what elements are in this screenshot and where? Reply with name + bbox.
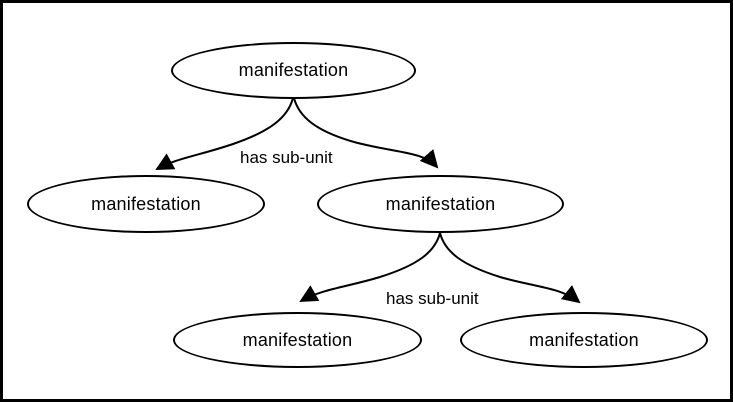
node-manifestation-bottom-left: manifestation: [173, 312, 422, 368]
node-label: manifestation: [242, 329, 353, 350]
node-manifestation-mid-right: manifestation: [317, 175, 564, 233]
node-label: manifestation: [238, 60, 349, 80]
node-manifestation-bottom-right: manifestation: [460, 312, 708, 368]
node-manifestation-mid-left: manifestation: [27, 175, 265, 233]
node-label: manifestation: [91, 193, 201, 214]
node-label: manifestation: [385, 193, 496, 214]
edge-label-has-sub-unit-1: has sub-unit: [240, 148, 333, 167]
node-manifestation-root: manifestation: [171, 42, 416, 99]
node-label: manifestation: [529, 329, 639, 350]
edge-label-has-sub-unit-2: has sub-unit: [386, 289, 479, 308]
